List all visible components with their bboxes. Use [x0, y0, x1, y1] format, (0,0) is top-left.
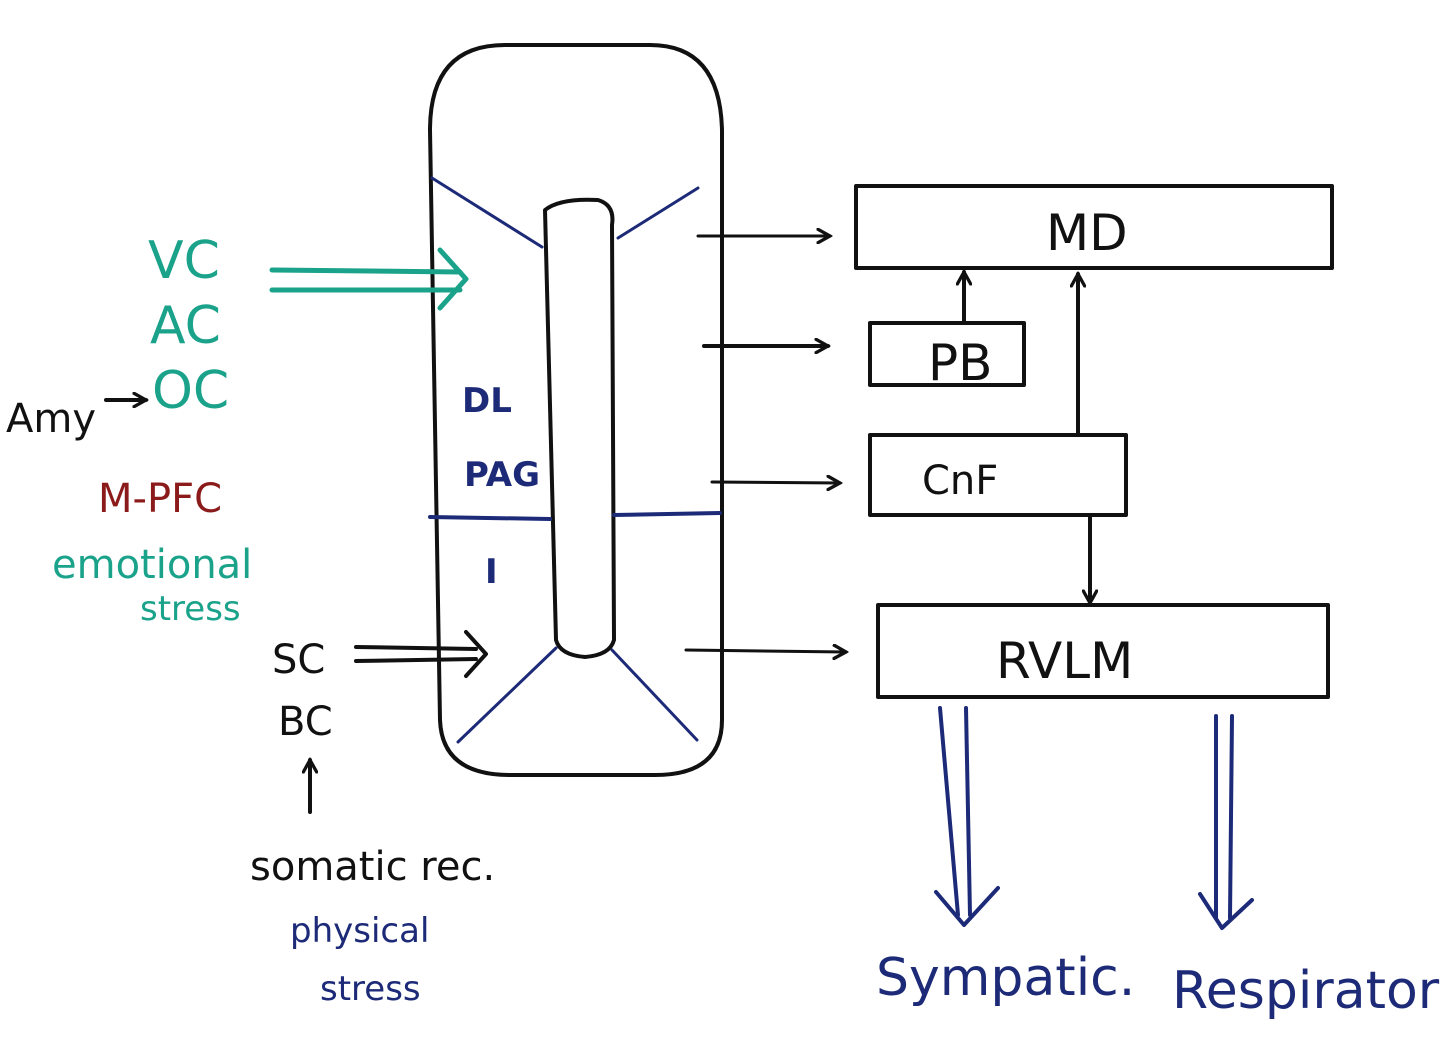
pag-l-label: I — [485, 552, 498, 592]
oc-label: OC — [152, 361, 229, 421]
cnf-box — [868, 433, 1128, 517]
arrow-to-rvlm — [684, 650, 846, 652]
pb-box — [868, 321, 1026, 387]
respiratory-output-arrow — [1198, 714, 1254, 930]
pb-label: PB — [928, 334, 992, 392]
md-label: MD — [1046, 204, 1128, 262]
division-upper-right — [616, 186, 700, 240]
somatic-rec-label: somatic rec. — [250, 844, 495, 890]
division-mid-right — [612, 511, 722, 517]
emotional-stress-line1: emotional — [52, 542, 252, 588]
division-lower-left — [456, 646, 558, 744]
bc-label: BC — [278, 699, 333, 745]
cnf-label: CnF — [922, 458, 998, 504]
pag-pag-label: PAG — [464, 455, 540, 495]
mpfc-label: M-PFC — [98, 476, 222, 522]
aqueduct — [543, 197, 616, 659]
rvlm-label: RVLM — [996, 632, 1133, 690]
physical-stress-line1: physical — [290, 911, 429, 951]
emotional-stress-line2: stress — [140, 589, 241, 629]
physical-stress-line2: stress — [320, 969, 421, 1009]
ac-label: AC — [150, 296, 221, 356]
sympathetic-output-arrow — [934, 706, 1000, 927]
pag-column — [428, 43, 724, 777]
respiratory-label: Respirator — [1172, 961, 1440, 1021]
amy-label: Amy — [6, 396, 96, 442]
division-upper-left — [430, 176, 544, 249]
sympathetic-label: Sympatic. — [876, 948, 1135, 1008]
vc-label: VC — [148, 231, 220, 291]
sc-label: SC — [272, 637, 325, 683]
arrow-to-cnf — [710, 482, 840, 483]
pag-dl-label: DL — [462, 381, 512, 421]
division-mid-left — [428, 515, 552, 521]
physical-input-arrow — [354, 630, 488, 678]
rvlm-box — [876, 603, 1330, 699]
emotional-input-arrow — [269, 247, 469, 311]
division-lower-right — [610, 648, 699, 742]
md-box — [854, 184, 1334, 270]
